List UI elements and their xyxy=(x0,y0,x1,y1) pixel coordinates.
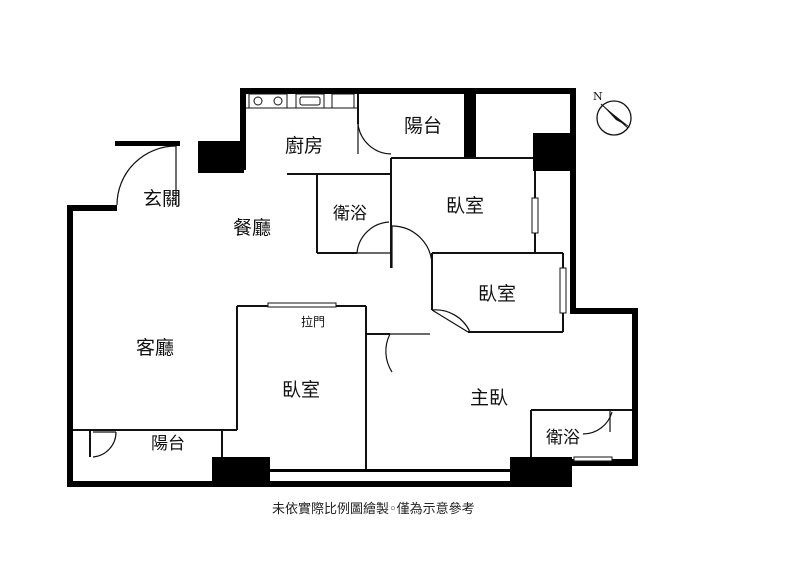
column-balcony-divider xyxy=(464,94,476,158)
label-kitchen: 廚房 xyxy=(285,134,323,157)
compass-circle xyxy=(596,100,632,136)
wall-master-bottom xyxy=(572,459,638,466)
column-entry xyxy=(198,141,244,173)
label-sliding-door: 拉門 xyxy=(301,314,325,329)
wall-left-top xyxy=(67,205,117,211)
window-bedroom-middle xyxy=(559,267,567,314)
windows xyxy=(267,197,613,462)
label-bedroom-upper: 臥室 xyxy=(446,195,484,217)
stove-icon xyxy=(248,93,288,109)
door-master xyxy=(385,333,430,373)
compass-north-label: N xyxy=(593,90,603,103)
column-top-right xyxy=(533,133,576,171)
label-dining: 餐廳 xyxy=(233,217,271,239)
label-bath-left: 衛浴 xyxy=(333,204,367,224)
wall-kitchen-left xyxy=(240,88,246,170)
door-entrance xyxy=(116,145,177,206)
label-balcony-top: 陽台 xyxy=(404,115,442,137)
wall-right-bottom xyxy=(632,308,638,466)
door-balcony xyxy=(92,431,117,458)
wall-right-upper xyxy=(570,88,576,314)
label-balcony-bottom: 陽台 xyxy=(151,434,185,454)
wall-entry-top xyxy=(115,141,180,146)
compass: N xyxy=(593,90,632,136)
exterior-walls xyxy=(67,88,638,487)
wall-top xyxy=(240,88,576,94)
appliance-icon xyxy=(331,93,355,109)
window-bedroom-upper xyxy=(531,197,539,234)
window-master-bath xyxy=(573,456,613,462)
wall-bottom xyxy=(67,481,572,487)
disclaimer-note: 未依實際比例圖繪製◦僅為示意參考 xyxy=(272,501,475,517)
wall-right-step xyxy=(570,308,638,314)
label-entrance: 玄關 xyxy=(143,188,181,210)
doors xyxy=(92,123,613,458)
column-bottom-right xyxy=(510,457,572,487)
room-labels: 玄關 餐廳 廚房 陽台 衛浴 臥室 臥室 客廳 臥室 主臥 衛浴 陽台 拉門 xyxy=(136,115,580,454)
column-bottom-left xyxy=(212,457,270,487)
door-kitchen xyxy=(357,123,392,155)
door-bedroom-middle xyxy=(431,309,471,333)
label-bedroom-lower: 臥室 xyxy=(282,379,320,401)
label-bedroom-middle: 臥室 xyxy=(478,283,516,305)
wall-left xyxy=(67,205,73,487)
door-bedroom-upper xyxy=(391,225,433,268)
door-master-bath xyxy=(582,410,613,435)
label-bath-master: 衛浴 xyxy=(546,428,580,448)
sliding-door-track xyxy=(267,302,337,308)
door-bath-left xyxy=(356,221,391,254)
kitchen-counter xyxy=(246,93,358,109)
wall-bottom-inner xyxy=(270,469,510,472)
label-living: 客廳 xyxy=(136,337,174,359)
label-master: 主臥 xyxy=(470,387,508,409)
